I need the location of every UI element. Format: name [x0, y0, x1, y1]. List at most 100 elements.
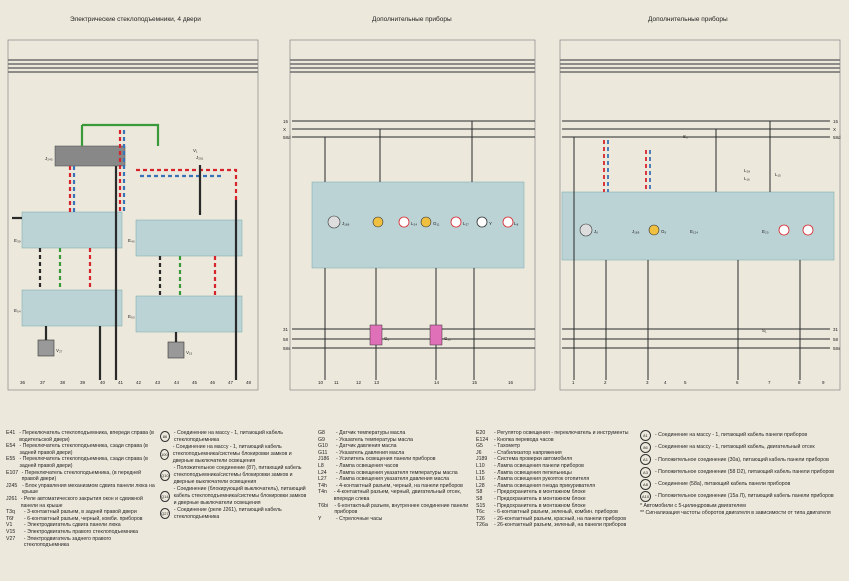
- legend-desc: - Указатель температуры масла: [336, 436, 413, 443]
- legend-desc: - Переключатель стеклоподъемника, вперед…: [19, 430, 154, 443]
- title-left: Электрические стеклоподъемники, 4 двери: [70, 16, 201, 23]
- label-g8: G₈: [384, 336, 390, 341]
- legend-item: V1- Электродвигатель сдвига панели люка: [6, 522, 156, 529]
- label-j261: J₂₆₁: [196, 155, 204, 160]
- legend-item: T4h- 4-контактный разъем, черный, на пан…: [318, 483, 478, 490]
- legend-item: A1 - Положительное соединение (30а), пита…: [640, 454, 845, 466]
- label-v27: V₂₇: [56, 348, 63, 353]
- legend-desc: - Электродвигатель заднего правого стекл…: [23, 535, 112, 549]
- label-g10: G₁₀: [444, 336, 451, 341]
- svg-text:7: 7: [768, 380, 771, 385]
- legend-item: L16- Лампа освещения рукояток отопителя: [476, 476, 636, 483]
- svg-text:44: 44: [174, 380, 180, 385]
- legend-item: T6c- 6-контактный разъем, зеленый, комби…: [476, 509, 636, 516]
- connection-symbol: 86: [160, 431, 170, 443]
- legend-desc: - Соединение (блокирующий выключатель), …: [173, 486, 307, 506]
- motor-v15: [167, 341, 185, 359]
- legend-item: J245- Блок управления механизмом сдвига …: [6, 483, 156, 496]
- legend-item: S8- Предохранитель в монтажном блоке: [476, 489, 636, 496]
- switch-block-e39: [21, 211, 123, 249]
- legend-item: T26a- 26-контактный разъем, зеленый, на …: [476, 522, 636, 529]
- legend-code: T4h: [318, 482, 327, 489]
- legend-desc: - Соединение (реле J261), питающий кабел…: [173, 507, 282, 520]
- svg-text:48: 48: [246, 380, 252, 385]
- legend-desc: - Стабилизатор напряжения: [494, 449, 562, 456]
- legend-item: A10- Положительное соединение (15а Л), п…: [640, 490, 845, 502]
- legend-desc: - Регулятор освещения - переключатель и …: [494, 430, 629, 436]
- legend-item: V15- Электродвигатель правого стеклоподъ…: [6, 529, 156, 536]
- legend-desc: - Переключатель стеклоподъемника, (в пер…: [21, 469, 142, 483]
- top-bus-lines: [8, 59, 840, 73]
- legend-col1: E41- Переключатель стеклоподъемника, впе…: [6, 430, 156, 549]
- svg-text:45: 45: [192, 380, 198, 385]
- legend-item: A8- Соединение (58а), питающий кабель па…: [640, 478, 845, 490]
- right-bottom-numbers: 1 2 3 4 5 6 7 8 9: [572, 380, 825, 385]
- legend-code: G11: [318, 449, 328, 456]
- label-v1: V₁: [193, 148, 198, 153]
- svg-text:31: 31: [283, 327, 289, 332]
- svg-text:42: 42: [136, 380, 142, 385]
- legend-desc: - Соединение на массу - 1, питающий кабе…: [173, 430, 283, 443]
- legend-code: T26: [476, 515, 485, 522]
- svg-text:6: 6: [736, 380, 739, 385]
- legend-item: E107- Переключатель стеклоподъемника, (в…: [6, 470, 156, 483]
- relay-j245: [54, 145, 126, 167]
- legend-item: E55- Переключатель стеклоподъемника, сза…: [6, 456, 156, 469]
- clock-y: [476, 216, 488, 228]
- legend-code: L16: [476, 476, 485, 483]
- label-j6: J₆: [594, 229, 598, 234]
- legend-desc: - Предохранитель в монтажном блоке: [494, 489, 586, 496]
- svg-text:4: 4: [664, 380, 667, 385]
- legend-desc: - Система проверки автомобиля: [494, 456, 573, 463]
- legend-desc: - Усилитель освещения панели приборов: [336, 456, 436, 463]
- svg-text:13: 13: [374, 380, 380, 385]
- tachometer-g5: [648, 224, 660, 236]
- legend-code: L10: [476, 462, 485, 469]
- svg-text:58s: 58s: [283, 346, 291, 351]
- legend-code: E54: [6, 443, 16, 450]
- connection-symbol: A1: [640, 454, 651, 466]
- legend-code: V1: [6, 522, 13, 529]
- legend-code: L24: [318, 469, 327, 476]
- switch-block-e53: [135, 295, 243, 333]
- legend-item: A3- Положительное соединение (58 D2), пи…: [640, 466, 845, 478]
- legend-desc: - Переключатель стеклоподъемника, сзади …: [19, 443, 148, 456]
- svg-text:58d: 58d: [833, 135, 841, 140]
- connection-symbol: 81: [640, 430, 651, 441]
- legend-code: L15: [476, 469, 485, 476]
- legend-item: G8- Датчик температуры масла: [318, 430, 478, 437]
- legend-code: Y: [318, 515, 322, 522]
- legend-desc: - 6-контактный разъем, зеленый, комбин. …: [494, 509, 618, 516]
- legend-desc: - Тахометр: [494, 443, 520, 450]
- svg-text:10: 10: [318, 380, 324, 385]
- legend-desc: - Переключатель стеклоподъемника, сзади …: [19, 456, 148, 469]
- connection-symbol: 86: [640, 442, 651, 454]
- legend-item: 86- Соединение на массу - 1, питающий ка…: [160, 430, 310, 443]
- stabilizer-j6: [579, 223, 593, 237]
- legend-item: L10- Лампа освещения панели приборов: [476, 463, 636, 470]
- svg-text:X: X: [833, 127, 836, 132]
- legend-desc: - 3-контактный разъем, в задней правой д…: [24, 509, 137, 516]
- connection-symbol: A10: [640, 490, 651, 502]
- legend-item: G5 - Тахометр: [476, 443, 636, 450]
- label-l28: L₂₈: [744, 168, 750, 173]
- legend-desc: - Положительное соединение (30а), питающ…: [655, 456, 829, 463]
- legend-desc: - 6-контактный разъем, внутреннее соедин…: [334, 502, 469, 516]
- svg-text:46: 46: [210, 380, 216, 385]
- switch-block-e40: [135, 219, 243, 257]
- label-j189: J₁₈₉: [632, 229, 640, 234]
- legend-code: J261: [6, 495, 18, 502]
- svg-text:8: 8: [798, 380, 801, 385]
- label-y: Y: [489, 221, 492, 226]
- lamp-l24: [398, 216, 410, 228]
- legend-code: G5: [476, 443, 483, 450]
- legend-code: L8: [318, 462, 324, 469]
- legend-code: L28: [476, 482, 485, 489]
- legend-item: Y- Стрелочные часы: [318, 516, 478, 523]
- title-middle: Дополнительные приборы: [372, 15, 452, 23]
- legend-desc: - 26-контактный разъем, зеленый, на пане…: [494, 522, 627, 529]
- legend-code: T4n: [318, 489, 327, 496]
- legend-desc: - Положительное соединение (58 D2), пита…: [655, 468, 835, 475]
- svg-text:15: 15: [472, 380, 478, 385]
- svg-text:14: 14: [434, 380, 440, 385]
